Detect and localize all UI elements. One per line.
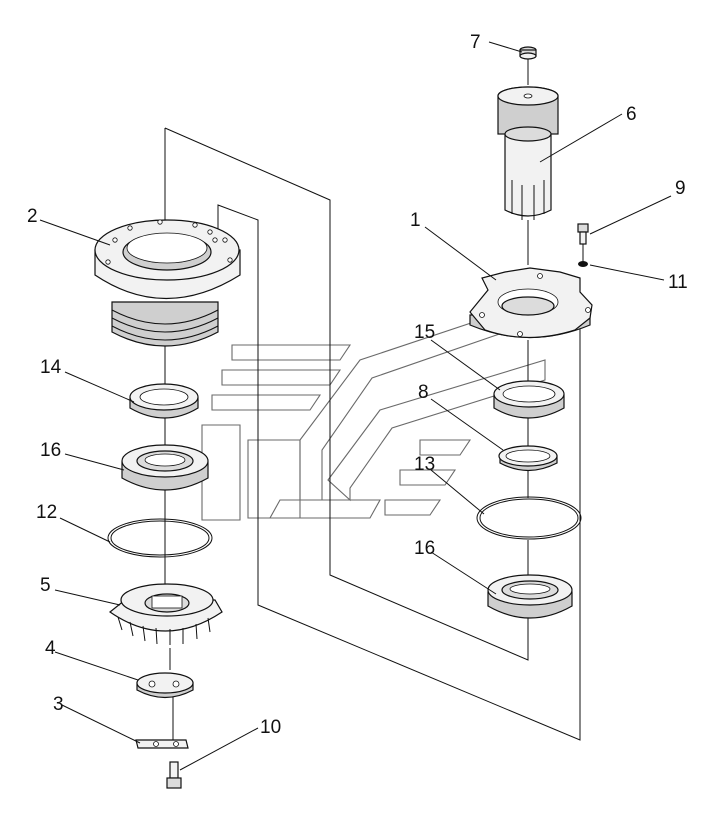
label-part-4: 4 [45, 638, 56, 659]
part-4-disc [136, 672, 194, 699]
label-part-8: 8 [418, 382, 429, 403]
part-8-ring [498, 445, 558, 472]
part-1-flange [469, 267, 593, 339]
part-12-oring [107, 518, 213, 558]
label-part-10: 10 [260, 717, 281, 738]
label-part-3: 3 [53, 694, 64, 715]
label-part-7: 7 [470, 32, 481, 53]
label-part-2: 2 [27, 206, 38, 227]
part-9-bolt [577, 223, 589, 245]
label-part-15: 15 [414, 322, 435, 343]
leader-lines [39, 41, 672, 771]
label-part-1: 1 [410, 210, 421, 231]
part-16-bearing-right [487, 574, 573, 619]
part-2-hub [94, 219, 241, 347]
part-6-splined-shaft [497, 86, 559, 220]
label-part-16-right: 16 [414, 538, 435, 559]
label-part-11: 11 [668, 272, 688, 293]
part-3-lock-plate [135, 739, 189, 749]
label-part-9: 9 [675, 178, 686, 199]
part-16-bearing-left [121, 444, 209, 491]
part-7-cap [519, 46, 537, 60]
label-part-16-left: 16 [40, 440, 61, 461]
label-part-13: 13 [414, 454, 435, 475]
part-13-oring [476, 496, 582, 540]
label-part-12: 12 [36, 502, 57, 523]
part-11-washer [578, 261, 588, 267]
label-part-5: 5 [40, 575, 51, 596]
label-part-6: 6 [626, 104, 637, 125]
part-15-seal [493, 380, 565, 419]
part-labels: 7 6 9 1 2 11 15 14 8 16 13 12 16 5 4 3 1… [27, 32, 688, 738]
watermark-logo [201, 299, 546, 521]
part-10-bolt [166, 761, 182, 789]
assembly-lines [164, 58, 584, 741]
part-5-bevel-gear [108, 583, 223, 645]
part-14-seal [129, 383, 199, 419]
label-part-14: 14 [40, 357, 62, 378]
